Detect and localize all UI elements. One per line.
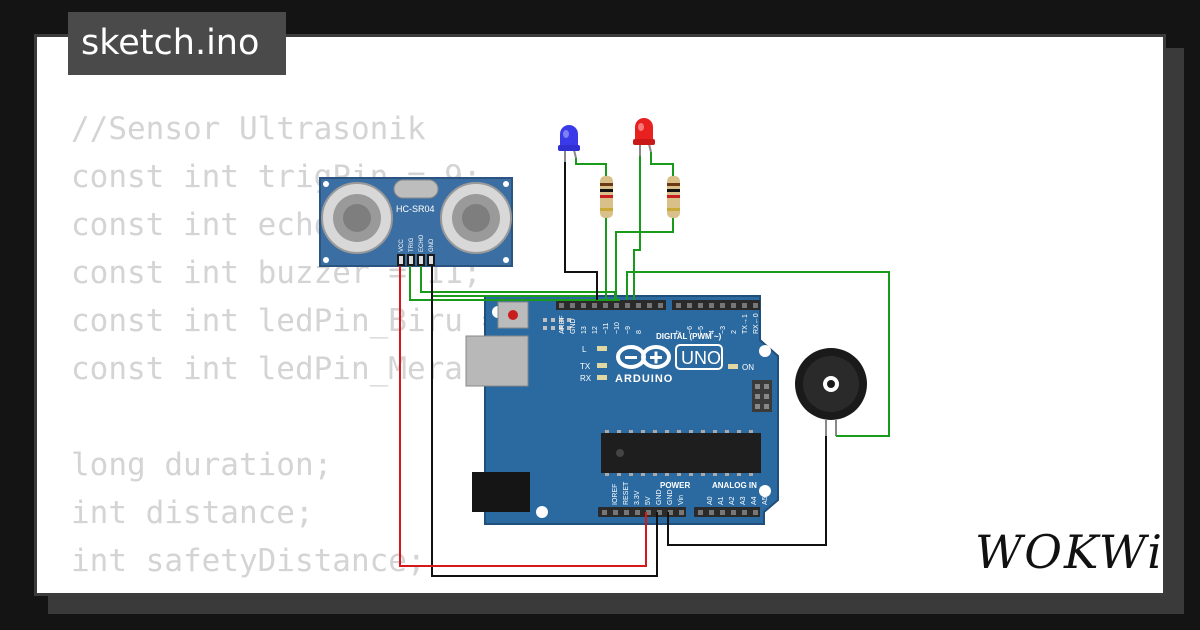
pin-label: TRIG: [409, 237, 415, 252]
hc-sr04-sensor[interactable]: HC-SR04 VCC TRIG ECHO GND: [319, 177, 513, 267]
wire-sensor-gnd-power: [431, 266, 658, 577]
digital-pin-labels: AREF GND 13 12 ~11 ~10 ~9 8 7 ~6 ~5 4 ~3…: [559, 313, 760, 334]
pin-label: 8: [636, 330, 643, 334]
onboard-led-on: [728, 364, 738, 369]
pin-label: 3.3V: [634, 490, 641, 505]
power-jack: [472, 472, 530, 512]
pin-label: 12: [592, 326, 599, 334]
file-tab[interactable]: sketch.ino: [68, 12, 286, 75]
wire-vcc-5v: [399, 266, 647, 567]
pin-label: IOREF: [612, 484, 619, 505]
pin-label: ~10: [614, 322, 621, 334]
pin-label: A4: [751, 496, 758, 505]
wire-red-resistor: [615, 218, 674, 300]
reset-button[interactable]: [497, 301, 529, 329]
pin-label: ~9: [625, 326, 632, 334]
power-header: [598, 507, 686, 517]
pin-label: 5V: [645, 496, 652, 505]
code-line: int safetyDistance;: [71, 543, 426, 579]
pin-label: Vin: [678, 495, 685, 505]
icsp-pads: [543, 318, 571, 330]
pin-label: GND: [429, 238, 435, 252]
mounting-hole: [759, 345, 771, 357]
pin-label: TX→1: [742, 314, 749, 334]
digital-header-low: [672, 300, 760, 310]
analog-pin-labels: A0 A1 A2 A3 A4 A5: [707, 496, 769, 505]
pin-label: VCC: [399, 239, 405, 252]
digital-label: DIGITAL (PWM ~): [656, 332, 722, 341]
code-line: //Sensor Ultrasonik: [71, 111, 426, 147]
led-red[interactable]: [633, 118, 655, 156]
led-label: TX: [580, 362, 591, 371]
wire-red-led: [650, 152, 674, 176]
onboard-led-l: [597, 346, 607, 351]
onboard-led-rx: [597, 375, 607, 380]
power-pin-labels: IOREF RESET 3.3V 5V GND GND Vin: [612, 481, 685, 505]
pin-label: GND: [667, 489, 674, 505]
digital-header-high: [556, 300, 666, 310]
reset-button-cap: [508, 310, 518, 320]
pin-label: A0: [707, 496, 714, 505]
sensor-pin-labels: VCC TRIG ECHO GND: [399, 234, 435, 252]
wires: [399, 152, 890, 577]
pin-label: ~5: [698, 326, 705, 334]
arduino-logo-icon: [616, 345, 671, 369]
wokwi-logo: WOKWi: [975, 525, 1164, 579]
analog-header: [694, 507, 760, 517]
pin-label: A2: [729, 496, 736, 505]
wire-blue-led: [575, 158, 607, 176]
on-label: ON: [742, 363, 754, 372]
wire-trig: [409, 266, 620, 301]
led-label: L: [582, 345, 587, 354]
pin-label: RESET: [623, 481, 630, 505]
code-line: long duration;: [71, 447, 333, 483]
pin-label: AREF: [559, 315, 566, 334]
pin-label: GND: [570, 318, 577, 334]
pin-label: ECHO: [419, 234, 425, 252]
crystal-oscillator: [393, 179, 439, 199]
mounting-hole: [759, 485, 771, 497]
code-line: int distance;: [71, 495, 314, 531]
usb-connector: [465, 335, 529, 387]
led-label: RX: [580, 374, 592, 383]
pin-label: A5: [762, 496, 769, 505]
wire-red-led-2: [633, 156, 641, 300]
arduino-uno-board[interactable]: AREF GND 13 12 ~11 ~10 ~9 8 7 ~6 ~5 4 ~3…: [465, 295, 779, 525]
power-label: POWER: [660, 481, 690, 490]
piezo-buzzer[interactable]: [795, 348, 867, 436]
pin-label: A3: [740, 496, 747, 505]
board-name: ARDUINO: [615, 373, 673, 385]
pin-label: ~11: [603, 323, 610, 334]
led-blue[interactable]: [558, 125, 580, 162]
board-model: UNO: [681, 348, 721, 368]
uno-badge: [675, 344, 723, 370]
pin-label: 4: [709, 330, 716, 334]
wire-blue-led-gnd: [564, 162, 598, 300]
code-line: const int ledPin_Biru = 12;: [71, 303, 575, 339]
mounting-hole: [536, 506, 548, 518]
wire-buzzer-signal: [626, 271, 890, 437]
pin-label: RX←0: [753, 313, 760, 334]
pin-label: 7: [676, 330, 683, 334]
wire-buzzer-gnd: [667, 436, 827, 546]
pin-label: A1: [718, 496, 725, 505]
sensor-model-label: HC-SR04: [396, 204, 435, 214]
pin-label: 2: [731, 330, 738, 334]
onboard-led-tx: [597, 363, 607, 368]
pin-label: ~6: [687, 326, 694, 334]
pin-label: 13: [581, 326, 588, 334]
microcontroller-chip: [601, 433, 761, 473]
pin-label: GND: [656, 489, 663, 505]
analog-label: ANALOG IN: [712, 481, 757, 490]
pin-label: ~3: [720, 326, 727, 334]
